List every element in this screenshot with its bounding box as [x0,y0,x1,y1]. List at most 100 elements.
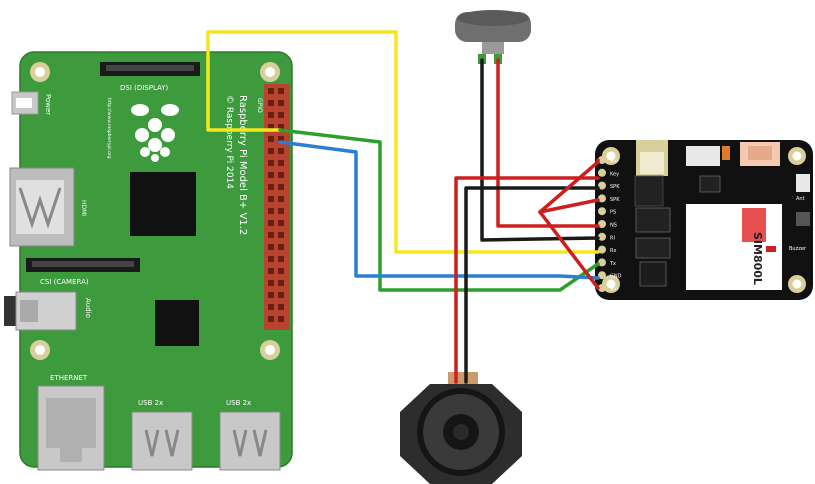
gpio-label: GPIO [256,98,263,113]
fona-pin [598,194,606,203]
gpio-pin [268,172,274,178]
gpio-pin [278,304,284,310]
mounting-holes [30,62,280,360]
gpio-pin [268,304,274,310]
fona-pin-label: GND [610,274,622,280]
gpio-pin [278,136,284,142]
gpio-pin [278,172,284,178]
usb-port-1 [131,411,193,471]
gpio-pin [268,148,274,154]
fona-pin-label: NS [610,223,617,229]
gpio-pin [268,124,274,130]
gpio-pin [268,220,274,226]
gpio-pin [278,88,284,94]
power-label: Power [44,94,52,115]
gpio-pin [278,220,284,226]
fona-pin-label: Key [610,171,619,177]
gpio-pin [268,88,274,94]
speaker [400,372,522,484]
raspberry-pi-board: Power DSI (DISPLAY) http://www.raspberry… [4,51,293,471]
usb2-label: USB 2x [226,399,251,407]
ethernet-port [37,385,105,471]
rpi-model-line2: © Raspberry Pi 2014 [224,95,234,189]
wire-blue [278,140,600,280]
hdmi-port [9,167,75,247]
gpio-pin [268,256,274,262]
gpio-pin [268,208,274,214]
gpio-pin [268,112,274,118]
fona-pin-label: Rx [610,248,616,254]
gpio-pin [268,160,274,166]
gpio-header [264,84,290,330]
gpio-pin [268,100,274,106]
fona-pin [598,220,606,228]
fona-pin [598,245,606,254]
gpio-pin [278,112,284,118]
dsi-label: DSI (DISPLAY) [120,84,169,92]
gpio-pin [268,244,274,250]
fona-pin-label: Vin [610,287,618,293]
fona-pin-label: SPK [610,197,620,203]
gpio-pin [268,184,274,190]
audio-jack [4,291,77,331]
wire-speaker-red [454,176,600,384]
wire-yellow [206,30,600,254]
rpi-url: http://www.raspberrypi.org [106,98,112,159]
fona-pin [598,232,606,241]
sim800-label: SIM800L [751,232,764,285]
wire-mic-red [496,58,600,228]
buzzer-label: Buzzer [789,246,807,252]
fona-pin [598,271,606,280]
gpio-pin [268,196,274,202]
fona-pin [598,156,606,164]
rpi-pcb [20,52,292,467]
gpio-pin [268,136,274,142]
gpio-pin [278,196,284,202]
fona-pin-label: RI [610,235,615,241]
fona-pin-label: Tx [609,261,616,267]
gpio-pin [278,268,284,274]
fona-pin [598,207,606,216]
fona-pin [598,284,606,292]
audio-label: Audio [84,298,92,318]
fona-pin [598,258,606,267]
gpio-pin [268,268,274,274]
ant-label: Ant [796,196,805,202]
usb1-label: USB 2x [138,399,163,407]
rpi-model-line1: Raspberry Pi Model B+ V1.2 [237,95,248,235]
gpio-pin [278,160,284,166]
microphone [455,10,531,64]
gpio-pin [278,100,284,106]
soc-chip [130,172,196,236]
gpio-pin [268,316,274,322]
fona-pin-label: PS [610,210,616,216]
usb-port-2 [219,411,281,471]
gpio-pin [278,244,284,250]
fona-pin-label: SPK [610,184,620,190]
gpio-pin [278,148,284,154]
hdmi-label: HDMI [80,200,87,216]
fona-pin [598,168,606,177]
gpio-pin [268,280,274,286]
gpio-pin [268,232,274,238]
gpio-pin [278,124,284,130]
gpio-pin [278,184,284,190]
gpio-pin [278,316,284,322]
raspberry-logo-icon [131,104,179,162]
gpio-pin [278,232,284,238]
ethernet-label: ETHERNET [50,374,88,382]
wire-fona-red-2 [538,158,600,214]
gpio-pin [278,208,284,214]
gpio-pin [278,256,284,262]
fona-pin-label: Vio [610,159,618,165]
wire-green [278,128,600,292]
gpio-pin [278,280,284,286]
usb-chip [155,300,199,346]
wires [206,30,600,384]
gpio-pin [268,292,274,298]
csi-label: CSI (CAMERA) [40,278,89,286]
net-label: Net [768,238,777,244]
